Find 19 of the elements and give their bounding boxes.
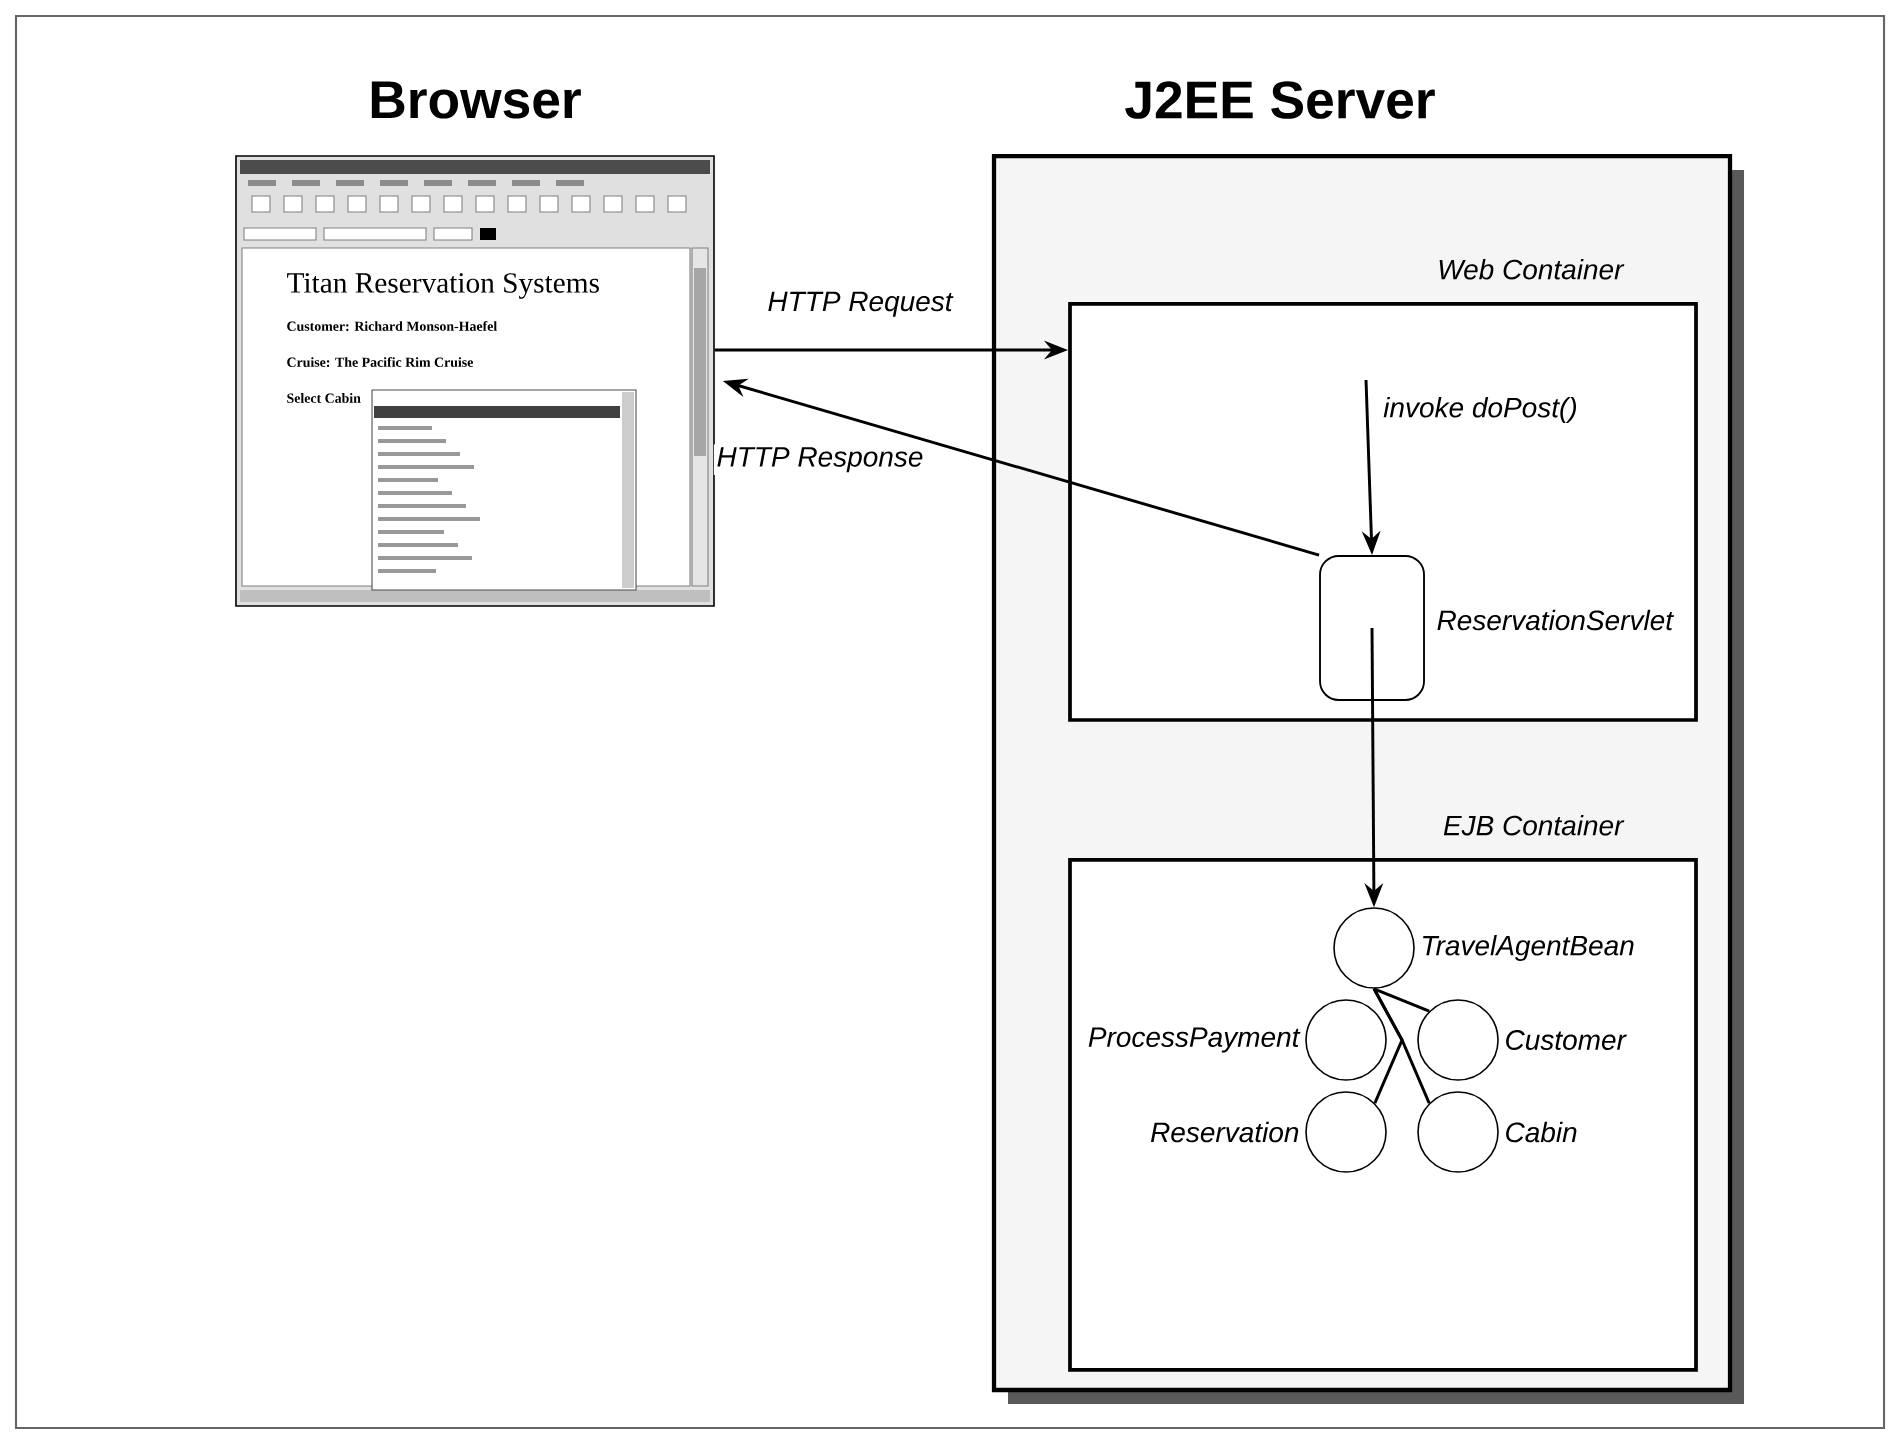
bean-label: Cabin [1506,1121,1577,1143]
node-label: Web Container [1439,258,1625,280]
edge-label: invoke doPost() [1383,396,1577,424]
bean-circle [1333,907,1415,989]
node-label: J2EE Server [1125,81,1435,119]
servlet-box [1319,555,1425,701]
node-label: EJB Container [1443,814,1625,836]
bean-label: Customer [1506,1030,1627,1050]
bean-label: ProcessPayment [1088,1027,1301,1053]
bean-circle [1305,1091,1387,1173]
bean-circle [1417,1091,1499,1173]
edge-label: HTTP Response [717,447,923,473]
bean-circle [1305,999,1387,1081]
bean-label: TravelAgentBean [1423,934,1634,962]
bean-circle [1417,999,1499,1081]
bean-label: Reservation [1150,1121,1299,1143]
node-label: Browser [371,81,581,119]
edge-label: HTTP Request [768,291,954,317]
component-label: ReservationServlet [1437,609,1674,631]
